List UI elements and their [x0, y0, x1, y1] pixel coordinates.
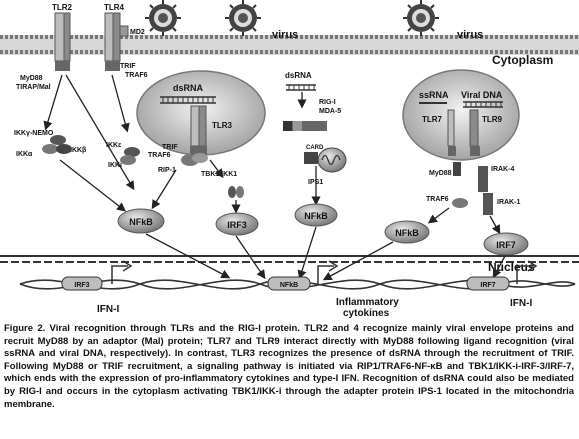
figure-caption: Figure 2. Viral recognition through TLRs… [4, 323, 574, 410]
traf6-right-label: TRAF6 [426, 196, 449, 203]
ikkb-label: IKKβ [70, 147, 87, 154]
viral-dna-strand [463, 101, 503, 108]
virus-particle-2 [225, 0, 261, 36]
ikk-complex-left [42, 135, 72, 154]
arrow-trif-tbk1 [209, 159, 224, 179]
cytoplasm-label: Cytoplasm [492, 53, 553, 67]
transcription-arrow-3 [516, 260, 538, 284]
arrow-irak1-irf7 [489, 215, 501, 235]
dsrna-free-label: dsRNA [285, 71, 312, 80]
mitochondrion [317, 147, 347, 173]
dna-irf7-label: IRF7 [480, 282, 495, 289]
traf6-mid-label: TRAF6 [148, 152, 171, 159]
nfkb-oval-3: NFkB [384, 220, 430, 244]
ssrna-label: ssRNA [419, 90, 449, 100]
ikky-nemo-label: IKKγ-NEMO [14, 130, 54, 137]
tirap-mal-label: TIRAP/Mal [16, 84, 51, 91]
mda5-label: MDA-5 [319, 108, 341, 115]
plasma-membrane [0, 35, 579, 55]
irf7-dna-box: IRF7 [466, 276, 510, 291]
arrow-tlr4-ikk [111, 74, 130, 133]
tlr3-receptor [190, 105, 207, 156]
endosome-tlr7-tlr9 [402, 69, 520, 161]
inflammatory-label: Inflammatory [336, 297, 399, 308]
viral-dna-label: Viral DNA [461, 90, 503, 100]
myd88-right-protein [453, 162, 461, 176]
tlr7-label: TLR7 [422, 115, 443, 124]
dsrna-endosome-label: dsRNA [173, 83, 204, 93]
nfkb-oval-1: NFkB [117, 208, 165, 234]
irf3-label: IRF3 [227, 220, 247, 230]
arrow-nfkb2-dna [297, 226, 317, 280]
irf3-oval: IRF3 [215, 212, 259, 236]
tlr9-receptor [469, 109, 480, 156]
rig-i-label: RIG-I [319, 99, 336, 106]
trif-left-label: TRIF [120, 63, 136, 70]
tlr7-receptor [447, 109, 456, 156]
tlr2-label: TLR2 [52, 3, 73, 12]
rip1-label: RIP-1 [158, 167, 176, 174]
tlr4-receptor [104, 12, 129, 71]
dsrna-strand-cytoplasm [286, 84, 316, 91]
tlr2-receptor [54, 12, 71, 71]
arrow-irf3-dna [235, 235, 266, 280]
myd88-right-label: MyD88 [429, 170, 452, 177]
arrow-rip1-nfkb [151, 169, 177, 210]
arrow-nfkb3-dna [322, 241, 394, 281]
ikke-label: IKKε [106, 142, 122, 149]
irf7-label: IRF7 [496, 240, 516, 250]
dna-nfkb-label: NFkB [280, 282, 298, 289]
nfkb-oval-2: NFkB [294, 203, 338, 227]
nuclear-membrane [0, 255, 579, 263]
nfkb-label-2: NFkB [304, 211, 328, 221]
nfkb-label-3: NFkB [395, 228, 419, 238]
arrow-traf6-nfkb [427, 207, 450, 224]
irf7-oval: IRF7 [483, 232, 529, 256]
traf6-right-protein [452, 198, 468, 208]
ikki-label: IKKi [108, 162, 122, 169]
nucleus-label: Nucleus [488, 260, 535, 274]
arrow-nfkb1-dna [145, 233, 231, 279]
virus-label-2: virus [457, 29, 483, 41]
irak1-protein [483, 193, 493, 215]
virus-label-1: virus [272, 29, 298, 41]
ifn-left-label: IFN-I [97, 304, 119, 315]
irak4-protein [478, 166, 488, 192]
card-domain [304, 152, 318, 164]
tlr4-label: TLR4 [104, 3, 125, 12]
dsrna-strand-endosome [160, 96, 216, 104]
myd88-left-label: MyD88 [20, 75, 43, 82]
card-label: CARD [306, 145, 324, 151]
traf6-top-label: TRAF6 [125, 72, 148, 79]
virus-particle-3 [403, 0, 439, 36]
tlr3-label: TLR3 [212, 121, 233, 130]
arrow-tlr2-ikk [43, 74, 63, 131]
virus-particle-1 [145, 0, 181, 36]
ikk-complex-mid [120, 147, 140, 165]
irak4-label: IRAK-4 [491, 166, 514, 173]
transcription-arrow-2 [317, 260, 339, 284]
arrow-irf7-dna [492, 255, 506, 279]
irak1-label: IRAK-1 [497, 199, 520, 206]
nfkb-dna-box: NFkB [267, 276, 311, 291]
rig-i-mda5-protein [283, 121, 327, 131]
ifn-right-label: IFN-I [510, 298, 532, 309]
md2-label: MD2 [130, 29, 145, 36]
transcription-arrow-1 [111, 260, 133, 284]
dna-irf3-label: IRF3 [74, 282, 89, 289]
nfkb-label-1: NFkB [129, 217, 153, 227]
arrow-tlr2-nfkb [65, 74, 135, 191]
arrow-ikk-nfkb [59, 159, 127, 212]
cytokines-label: cytokines [343, 308, 390, 319]
trif-rip1-complex [181, 153, 208, 166]
trif-endosome-label: TRIF [162, 144, 178, 151]
tlr9-label: TLR9 [482, 115, 503, 124]
ikka-label: IKKα [16, 151, 33, 158]
irf3-dna-box: IRF3 [61, 276, 103, 291]
tbk1-ikk1-complex [228, 186, 244, 198]
